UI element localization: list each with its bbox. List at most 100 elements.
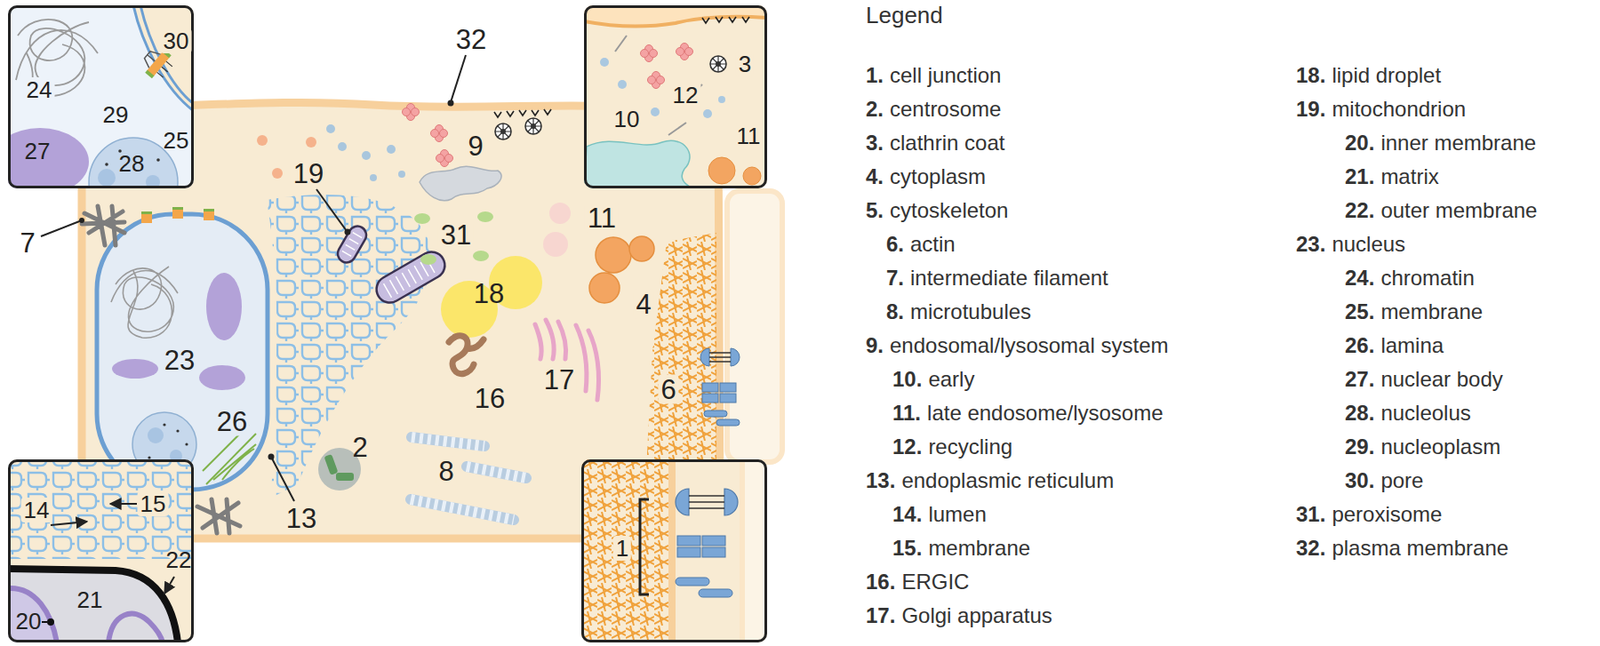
ergic: [448, 336, 484, 375]
callout-number: 14: [21, 497, 53, 523]
inset-junction: [698, 589, 733, 598]
inset-er-mitochondrion: [8, 459, 194, 643]
leader-line: [450, 55, 466, 103]
legend-text: endosomal/lysosomal system: [889, 333, 1168, 358]
nuclear-pore: [172, 208, 184, 219]
legend-text: peroxisome: [1331, 502, 1442, 527]
callout-number: 10: [611, 106, 643, 132]
nucleus: [96, 207, 268, 490]
callout-number: 13: [283, 504, 320, 534]
legend-number: 5.: [865, 198, 884, 223]
callout-number: 23: [161, 345, 198, 376]
endosome: [495, 123, 512, 140]
nucleus: [112, 359, 159, 379]
legend-text: mitochondrion: [1331, 96, 1466, 121]
inset-junction: [675, 577, 710, 586]
cell-junction: [716, 419, 740, 426]
legend-text: clathrin coat: [889, 130, 1005, 155]
legend-text: early: [928, 367, 975, 392]
nucleus: [111, 266, 178, 338]
inset-junction: [739, 459, 745, 643]
mitochondrion: [371, 247, 450, 308]
leader-line: [344, 229, 352, 236]
legend-row: 16.ERGIC: [865, 570, 969, 594]
legend-row: 6.actin: [886, 232, 956, 256]
legend-row: 23.nucleus: [1296, 232, 1406, 256]
cell-junction: [709, 352, 731, 362]
endoplasmic-reticulum: [266, 194, 432, 498]
peroxisome: [477, 211, 494, 223]
callout-number: 11: [584, 203, 619, 233]
callout-number: 32: [453, 24, 489, 55]
legend-number: 6.: [886, 232, 904, 256]
inset-endosome: [703, 109, 712, 119]
inset-nucleus: [144, 70, 154, 79]
legend-number: 23.: [1296, 232, 1326, 256]
mitochondrion: [371, 247, 450, 308]
cell-junction: [704, 410, 728, 417]
legend-row: 19.mitochondrion: [1296, 97, 1466, 121]
callout-number: 27: [22, 138, 54, 164]
legend-text: nucleolus: [1380, 400, 1471, 425]
lysosome: [595, 237, 632, 273]
legend-text: nucleus: [1331, 232, 1406, 256]
microtubule: [410, 437, 527, 520]
legend-row: 20.inner membrane: [1344, 131, 1536, 155]
inset-er-mitochondrion: [164, 576, 175, 594]
lipid-droplet: [440, 256, 543, 338]
inset-nucleus: [133, 5, 194, 112]
vesicle: [386, 144, 396, 154]
legend-row: 13.endoplasmic reticulum: [865, 469, 1114, 493]
legend-text: intermediate filament: [910, 265, 1109, 290]
inset-junction: [675, 488, 738, 516]
legend-row: 30.pore: [1344, 469, 1424, 493]
golgi-apparatus: [535, 320, 600, 400]
inset-er-mitochondrion: [110, 503, 137, 505]
mitochondrion: [342, 232, 362, 257]
legend-row: 2.centrosome: [865, 97, 1001, 121]
callout-number: 19: [290, 159, 327, 189]
legend-number: 7.: [886, 265, 904, 290]
microtubule: [410, 437, 527, 520]
callout-number: 26: [214, 407, 250, 437]
callout-number: 24: [24, 77, 56, 103]
callout-number: 16: [472, 384, 508, 414]
inset-endosome: [600, 57, 609, 67]
legend-number: 27.: [1344, 367, 1375, 392]
legend-number: 22.: [1344, 198, 1375, 223]
inset-endosome: [718, 96, 726, 104]
legend-number: 18.: [1296, 63, 1326, 88]
legend-row: 17.Golgi apparatus: [865, 604, 1053, 628]
legend-text: outer membrane: [1380, 198, 1537, 223]
endosome: [419, 166, 502, 200]
inset-nucleus: [97, 168, 116, 187]
leader-line: [448, 100, 455, 107]
callout-number: 12: [670, 82, 702, 108]
inset-er-mitochondrion: [8, 588, 163, 643]
inset-panel: 1: [581, 459, 768, 643]
inset-endosome: [617, 80, 627, 89]
nuclear-pore: [141, 211, 152, 215]
cell-junction: [720, 383, 736, 392]
legend-text: membrane: [1380, 299, 1483, 324]
callout-number: 29: [100, 102, 132, 128]
inset-panel: 302429252728: [8, 5, 194, 189]
legend-number: 26.: [1344, 333, 1375, 358]
legend-text: cell junction: [889, 63, 1001, 88]
endoplasmic-reticulum: [266, 194, 432, 498]
vesicle: [256, 124, 571, 257]
inset-junction: [581, 459, 669, 643]
legend-text: Golgi apparatus: [901, 603, 1052, 628]
intermediate-filament: [81, 206, 125, 246]
legend-text: membrane: [928, 536, 1031, 560]
legend-row: 25.membrane: [1344, 300, 1483, 324]
legend-row: 14.lumen: [892, 503, 987, 527]
nucleus: [147, 427, 164, 444]
legend-row: 4.cytoplasm: [865, 165, 986, 189]
inset-endosome: [584, 16, 768, 27]
legend-row: 26.lamina: [1344, 334, 1444, 358]
leader-line: [79, 217, 85, 224]
nucleus: [199, 365, 246, 391]
legend-text: microtubules: [910, 299, 1032, 324]
